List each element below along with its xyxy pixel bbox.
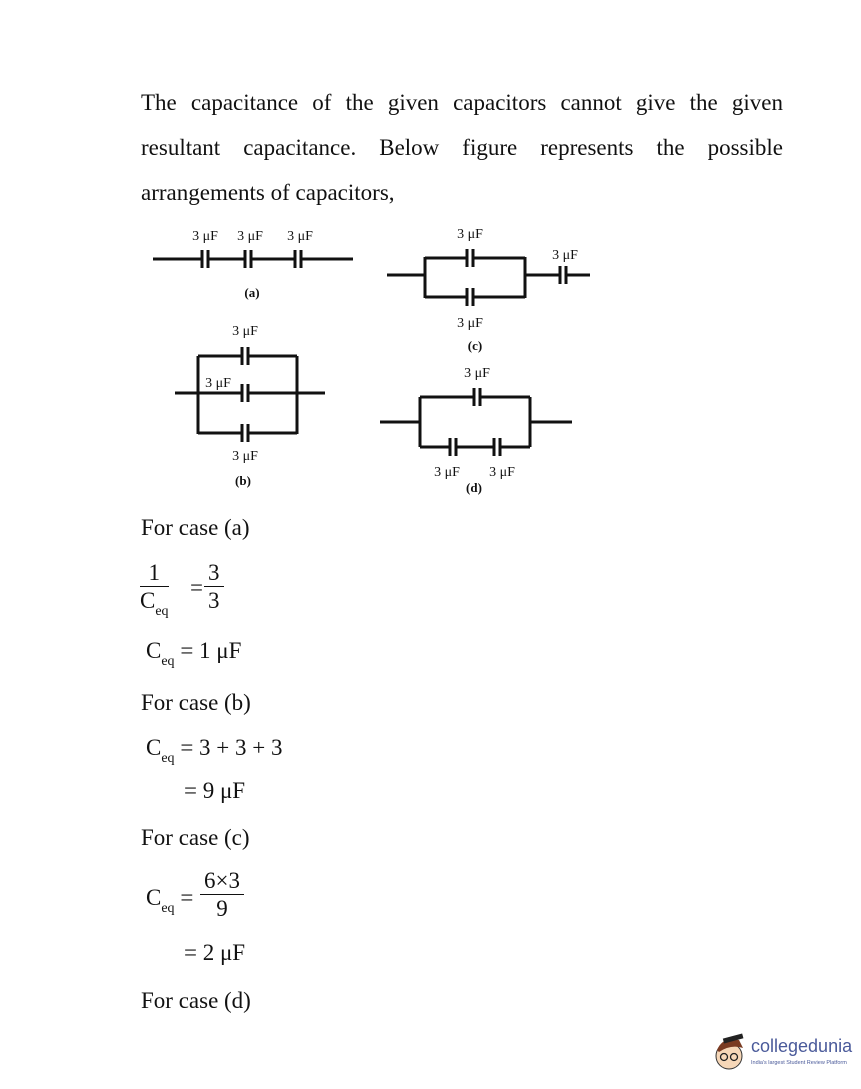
mascot-icon <box>715 1033 744 1070</box>
capacitor-label: 3 μF <box>457 227 483 242</box>
figure-label-b: (b) <box>235 473 251 488</box>
figure-label-c: (c) <box>468 338 482 353</box>
capacitor-label: 3 μF <box>205 376 231 391</box>
capacitor-label: 3 μF <box>489 465 515 480</box>
case-d-heading: For case (d) <box>141 988 251 1013</box>
figure-label-a: (a) <box>244 285 259 300</box>
capacitor-label: 3 μF <box>457 316 483 331</box>
circuit-wires <box>153 249 590 456</box>
case-a-heading: For case (a) <box>141 515 250 540</box>
capacitor-label: 3 μF <box>237 229 263 244</box>
case-c-ceq: Ceq = <box>146 885 194 916</box>
case-a-result: Ceq = 1 μF <box>146 638 242 669</box>
intro-paragraph: The capacitance of the given capacitors … <box>141 90 783 205</box>
capacitor-label: 3 μF <box>232 324 258 339</box>
capacitor-label: 3 μF <box>434 465 460 480</box>
capacitor-label: 3 μF <box>552 248 578 263</box>
equals: = <box>190 575 203 600</box>
capacitor-label: 3 μF <box>232 449 258 464</box>
figure-label-d: (d) <box>466 480 482 495</box>
fraction-3-over-3: 3 3 <box>204 560 224 615</box>
case-b-line2: = 9 μF <box>184 778 246 803</box>
capacitor-label: 3 μF <box>192 229 218 244</box>
capacitor-arrangements-figure: 3 μF 3 μF 3 μF (a) 3 μF 3 μF 3 μF (c) 3 μF 3 μF 3 … <box>153 227 590 495</box>
fraction-6x3-over-9: 6×3 9 <box>200 868 244 923</box>
fraction-1-over-ceq: 1 Ceq <box>140 560 169 619</box>
capacitor-label: 3 μF <box>287 229 313 244</box>
case-c-heading: For case (c) <box>141 825 250 850</box>
case-c-result: = 2 μF <box>184 940 246 965</box>
case-b-heading: For case (b) <box>141 690 251 715</box>
collegedunia-logo: collegedunia India's largest Student Rev… <box>713 1030 861 1080</box>
case-b-line1: Ceq = 3 + 3 + 3 <box>146 735 283 766</box>
capacitor-label: 3 μF <box>464 366 490 381</box>
